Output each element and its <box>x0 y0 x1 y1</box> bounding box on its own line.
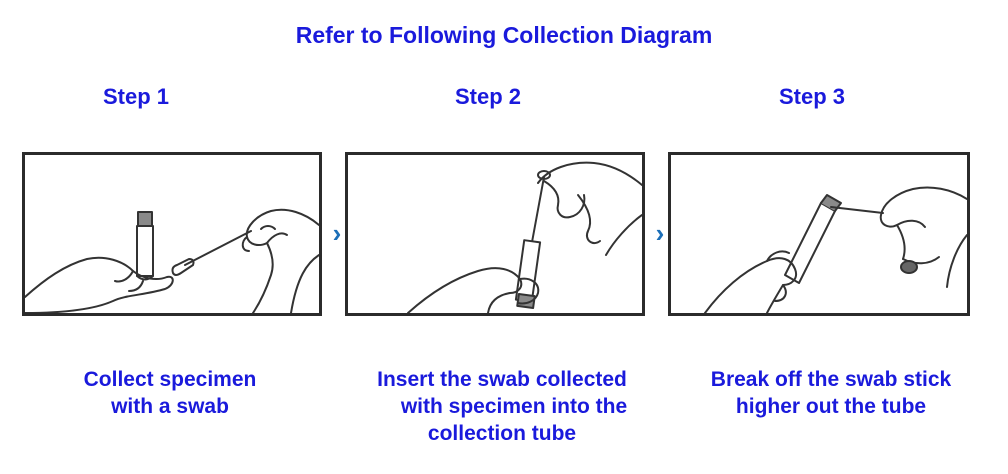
step-1-caption: Collect specimen with a swab <box>20 366 320 420</box>
caption-line: Break off the swab stick <box>710 368 952 391</box>
tube-cap <box>137 211 153 227</box>
step-1-to-2-arrow: › <box>332 218 342 248</box>
diagram-title: Refer to Following Collection Diagram <box>295 22 713 48</box>
left-hand <box>704 257 797 313</box>
caption-line: with a swab <box>111 395 229 418</box>
swab-tip <box>171 258 195 276</box>
swab-stick <box>830 206 884 214</box>
step-1-illustration <box>22 152 322 316</box>
collection-tube <box>136 225 154 277</box>
caption-line: with specimen into the <box>400 395 628 418</box>
step-2-caption: Insert the swab collected with specimen … <box>342 366 662 447</box>
upper-hand <box>537 161 642 186</box>
step-1-label: Step 1 <box>102 84 170 109</box>
step-2-illustration <box>345 152 645 316</box>
collection-tube <box>514 239 542 303</box>
swab-stick <box>184 230 252 266</box>
step-3-illustration <box>668 152 970 316</box>
right-hand <box>245 208 319 313</box>
collection-tube <box>784 202 836 284</box>
caption-line: Collect specimen <box>83 368 257 391</box>
caption-line: higher out the tube <box>735 395 927 418</box>
caption-line: collection tube <box>427 422 577 445</box>
step-2-to-3-arrow: › <box>655 218 665 248</box>
caption-line: Insert the swab collected <box>377 368 627 391</box>
step-2-label: Step 2 <box>454 84 522 109</box>
step-3-caption: Break off the swab stick higher out the … <box>676 366 986 420</box>
left-hand <box>25 256 174 313</box>
right-hand <box>879 186 967 260</box>
step-3-label: Step 3 <box>778 84 846 109</box>
lower-hand <box>407 267 523 313</box>
